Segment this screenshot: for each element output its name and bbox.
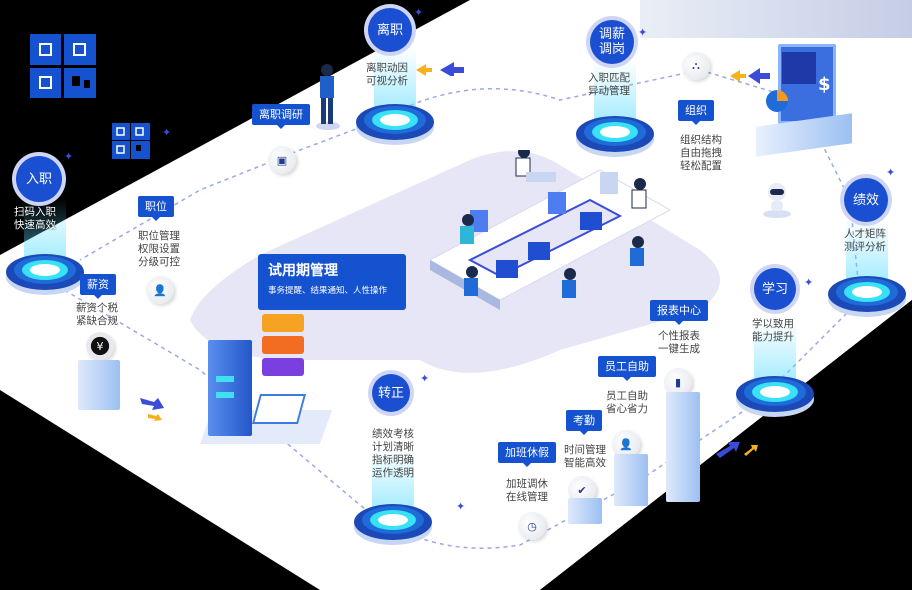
salary-pedestal <box>78 360 120 410</box>
tag-attendance[interactable]: 考勤 <box>566 410 602 435</box>
node-performance[interactable]: 绩效 <box>844 178 888 222</box>
tag-position-desc: 职位管理 权限设置 分级可控 <box>138 230 180 268</box>
message-card-red <box>262 336 304 354</box>
node-learning-desc: 学以致用 能力提升 <box>752 318 794 343</box>
office-desk-illustration <box>430 150 670 310</box>
bar-chart-icon: ▮ <box>664 368 692 396</box>
tag-position[interactable]: 职位 <box>138 196 174 221</box>
node-resignation-label: 离职 <box>376 22 403 38</box>
node-regularization-desc: 绩效考核 计划清晰 指标明确 运作透明 <box>372 428 414 479</box>
sparkle-icon: ✦ <box>162 126 172 139</box>
sparkle-icon: ✦ <box>414 6 424 19</box>
clock-icon: ◷ <box>518 512 546 540</box>
node-transfer-desc: 入职匹配 异动管理 <box>588 72 630 97</box>
portal-onboarding <box>6 198 84 300</box>
robot-icon <box>763 183 791 218</box>
message-card-purple <box>262 358 304 376</box>
tag-self-service[interactable]: 员工自助 <box>598 356 656 381</box>
sparkle-icon: ✦ <box>456 500 466 513</box>
portal-learning <box>736 320 814 422</box>
dollar-icon: $ <box>818 74 831 95</box>
node-learning-label: 学习 <box>761 281 788 297</box>
tag-self-service-desc: 员工自助 省心省力 <box>606 390 648 415</box>
node-onboarding-label: 入职 <box>25 171 52 187</box>
node-performance-desc: 人才矩阵 测评分析 <box>844 228 886 253</box>
node-onboarding[interactable]: 入职 <box>16 156 62 202</box>
probation-card[interactable]: 试用期管理 事务提醒、结果通知、人性操作 <box>258 254 406 310</box>
portal-performance <box>828 220 906 322</box>
probation-subtitle: 事务提醒、结果通知、人性操作 <box>268 286 388 296</box>
probation-title: 试用期管理 <box>268 263 338 279</box>
server-illustration <box>196 330 336 450</box>
tag-overtime-leave-desc: 加班调休 在线管理 <box>506 478 548 503</box>
node-transfer-label: 调薪 调岗 <box>598 27 625 57</box>
sparkle-icon: ✦ <box>886 166 896 179</box>
flow-arrow-icon <box>716 442 758 458</box>
self-service-pedestal <box>614 454 648 506</box>
node-transfer[interactable]: 调薪 调岗 <box>590 20 634 64</box>
tag-overtime-leave[interactable]: 加班休假 <box>498 442 556 467</box>
tag-organization-desc: 组织结构 自由拖拽 轻松配置 <box>680 134 722 172</box>
attendance-pedestal <box>568 498 602 524</box>
briefcase-icon: ▣ <box>268 146 296 174</box>
node-performance-label: 绩效 <box>852 192 879 208</box>
flow-arrow-icon <box>730 68 770 84</box>
org-chart-icon: ⛬ <box>682 52 710 80</box>
node-onboarding-desc: 扫码入职 快速高效 <box>14 206 56 231</box>
yen-icon: ¥ <box>86 332 114 360</box>
tag-attendance-desc: 时间管理 智能高效 <box>564 444 606 469</box>
standing-person-illustration <box>316 64 340 130</box>
portal-transfer <box>576 60 654 162</box>
flow-arrow-icon <box>416 62 464 76</box>
tag-report-center-desc: 个性报表 一键生成 <box>658 330 700 355</box>
tag-organization[interactable]: 组织 <box>678 100 714 125</box>
node-regularization-label: 转正 <box>377 385 404 401</box>
qr-code-small-icon <box>112 123 150 159</box>
node-resignation-desc: 离职动因 可视分析 <box>366 62 408 87</box>
node-regularization[interactable]: 转正 <box>372 374 410 412</box>
user-icon: 👤 <box>146 276 174 304</box>
tag-salary[interactable]: 薪资 <box>80 274 116 299</box>
portal-regularization <box>354 448 432 550</box>
sparkle-icon: ✦ <box>638 26 648 39</box>
person-icon: 👤 <box>612 430 640 458</box>
node-learning[interactable]: 学习 <box>754 268 796 310</box>
sparkle-icon: ✦ <box>420 372 430 385</box>
portal-resignation <box>356 48 434 150</box>
tag-report-center[interactable]: 报表中心 <box>650 300 708 325</box>
dashboard-illustration: $ <box>756 44 852 157</box>
report-pedestal <box>666 392 700 502</box>
flow-arrow-icon <box>140 398 164 421</box>
node-resignation[interactable]: 离职 <box>368 8 412 52</box>
tag-salary-desc: 薪资个税 紧缺合规 <box>76 302 118 327</box>
sparkle-icon: ✦ <box>804 276 814 289</box>
sparkle-icon: ✦ <box>64 150 74 163</box>
tag-exit-survey[interactable]: 离职调研 <box>252 104 310 129</box>
qr-code-large-icon <box>30 34 96 98</box>
message-card-orange <box>262 314 304 332</box>
